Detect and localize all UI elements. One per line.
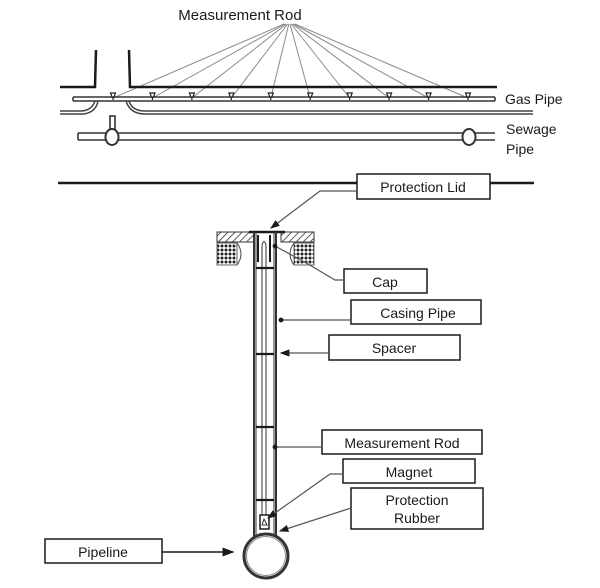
spacers: [256, 266, 274, 502]
measurement-rod-label: Measurement Rod: [344, 435, 459, 451]
protection-lid-leader: [270, 190, 357, 229]
callout-casing-pipe: Casing Pipe: [278, 299, 482, 325]
gas-pipe: [72, 96, 496, 102]
callout-magnet: Magnet: [267, 458, 476, 519]
callout-spacer: Spacer: [279, 334, 461, 361]
rod-head: [149, 92, 156, 100]
spacer-label: Spacer: [372, 340, 417, 356]
fan-line: [112, 23, 285, 99]
callout-pipeline: Pipeline: [44, 538, 235, 564]
rod-head: [464, 92, 472, 100]
measurement-rod: [261, 241, 267, 520]
magnet-leader: [267, 473, 343, 519]
pipeline-label: Pipeline: [78, 544, 128, 560]
sewage-pipe-label-line2: Pipe: [506, 141, 534, 157]
sewage-pipe-label-line1: Sewage: [506, 121, 557, 137]
service-pipe: [60, 100, 533, 115]
measurement-rod-title: Measurement Rod: [178, 7, 301, 24]
measurement-rod-heads: [109, 92, 472, 100]
magnet: [259, 514, 270, 530]
measurement-rod-fan-lines: [112, 23, 469, 99]
casing-pipe: [253, 232, 277, 538]
fan-line: [289, 23, 311, 99]
ground-left-segment: [60, 49, 98, 89]
top-section: Measurement Rod Gas Pipe: [60, 7, 563, 157]
pavement-right: [280, 231, 315, 243]
callout-protection-lid: Protection Lid: [270, 173, 491, 229]
fan-line: [230, 23, 288, 99]
rod-head: [227, 92, 235, 100]
pipeline-circle: [242, 532, 290, 580]
cross-section: Protection Lid: [44, 173, 534, 580]
cap: [257, 235, 271, 262]
rod-head: [306, 92, 314, 100]
cap-leader: [272, 243, 344, 281]
protection-rubber-leader: [278, 507, 352, 532]
fan-line: [294, 23, 469, 99]
fan-line: [292, 23, 390, 99]
cap-label: Cap: [372, 274, 398, 290]
fan-line: [270, 23, 290, 99]
callout-measurement-rod: Measurement Rod: [272, 429, 483, 455]
protection-lid-label: Protection Lid: [380, 179, 466, 195]
fan-line: [152, 23, 286, 99]
callout-protection-rubber: Protection Rubber: [278, 487, 484, 532]
protection-rubber-label-line2: Rubber: [394, 510, 440, 526]
rod-head: [425, 92, 432, 100]
casing-pipe-label: Casing Pipe: [380, 305, 456, 321]
rod-head: [346, 92, 354, 100]
ground-surface: [60, 49, 497, 89]
pavement-left: [216, 231, 255, 243]
rod-head: [385, 92, 393, 100]
rod-head: [188, 92, 196, 100]
sewage-pipe: [77, 115, 495, 146]
callout-cap: Cap: [272, 243, 428, 294]
fan-line: [293, 23, 429, 99]
ground-right-segment: [127, 49, 497, 89]
rod-head: [109, 92, 117, 100]
fan-line: [191, 23, 287, 99]
fan-line: [290, 23, 351, 99]
protection-rubber-label-line1: Protection: [385, 492, 448, 508]
magnet-label: Magnet: [386, 464, 433, 480]
rod-head: [267, 92, 275, 100]
gas-pipe-label: Gas Pipe: [505, 91, 563, 107]
gravel-left: [216, 242, 238, 266]
